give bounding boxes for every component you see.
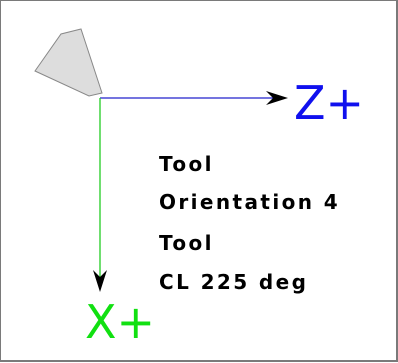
z-axis-arrowhead xyxy=(266,91,288,105)
tool-orientation-line-1: Tool xyxy=(159,152,214,176)
tool-cl-line-2: CL 225 deg xyxy=(159,270,308,294)
z-axis-label: Z+ xyxy=(294,76,364,130)
x-axis-label: X+ xyxy=(85,295,155,349)
tool-cl-line-1: Tool xyxy=(159,231,214,255)
tool-insert-shape xyxy=(34,28,103,97)
x-axis-arrowhead xyxy=(93,270,107,292)
tool-orientation-line-2: Orientation 4 xyxy=(159,190,340,214)
